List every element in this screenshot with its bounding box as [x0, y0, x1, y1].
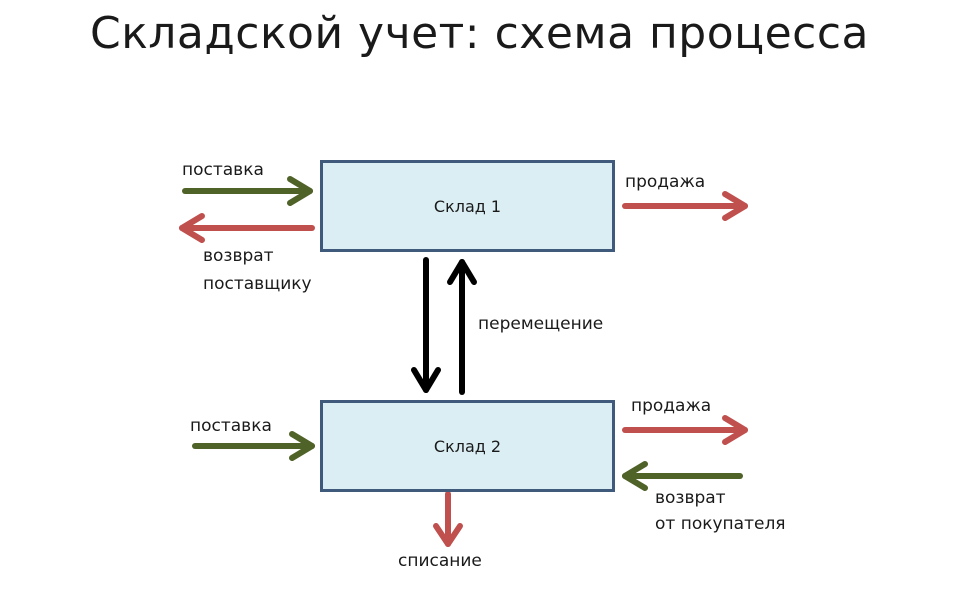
w1-return-to-supplier-arrow [179, 213, 315, 243]
w2-return-label-line2: от покупателя [655, 514, 786, 534]
w2-sale-arrow [622, 415, 748, 445]
w2-return-label-line1: возврат [655, 488, 726, 508]
w1-supply-label: поставка [182, 160, 264, 180]
w2-writeoff-label: списание [398, 551, 482, 571]
warehouse-2-box: Склад 2 [320, 400, 615, 492]
transfer-up-arrow [447, 259, 477, 395]
w1-supply-arrow [182, 176, 313, 206]
warehouse-1-box: Склад 1 [320, 160, 615, 252]
warehouse-2-label: Склад 2 [433, 436, 502, 456]
w1-return-label-line1: возврат [203, 246, 274, 266]
w2-writeoff-arrow [433, 491, 463, 547]
transfer-label: перемещение [478, 314, 604, 334]
page-title: Складской учет: схема процесса [89, 8, 870, 59]
w1-return-label-line2: поставщику [203, 274, 312, 294]
warehouse-1-label: Склад 1 [433, 196, 502, 216]
w2-supply-arrow [192, 431, 315, 461]
w2-sale-label: продажа [631, 396, 712, 416]
w1-sale-label: продажа [625, 172, 706, 192]
w1-sale-arrow [622, 191, 748, 221]
transfer-down-arrow [411, 257, 441, 393]
w2-supply-label: поставка [190, 416, 272, 436]
w2-return-from-customer-arrow [622, 461, 743, 491]
